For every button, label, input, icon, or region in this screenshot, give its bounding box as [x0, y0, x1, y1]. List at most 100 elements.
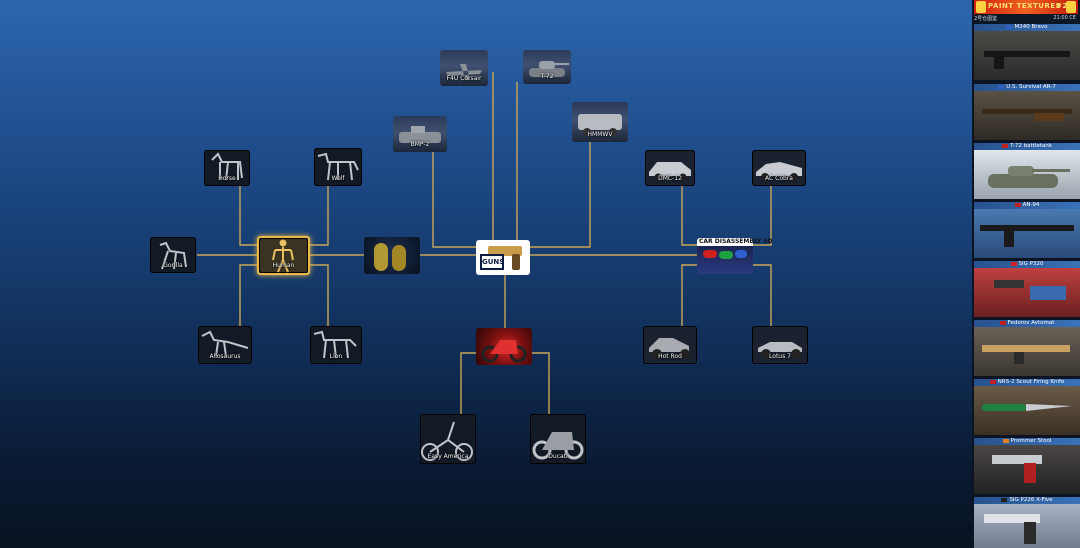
horse-skeleton-icon — [211, 152, 243, 181]
flag-icon — [989, 379, 996, 384]
pistol-grip-art — [512, 254, 520, 270]
paint-textures-banner[interactable]: PAINT TEXTURES #2 — [974, 0, 1078, 14]
allosaurus-thumbnail — [198, 326, 252, 364]
corsair-thumbnail — [440, 50, 488, 86]
product-item[interactable]: SIG P320 — [974, 261, 1080, 317]
flag-icon — [1002, 438, 1009, 443]
node-t72[interactable]: T-72 — [523, 50, 571, 84]
node-horse[interactable]: Horse — [204, 150, 250, 186]
node-label: HMMWV — [587, 131, 613, 138]
status-left: 2号仓图鉴 — [974, 16, 998, 22]
link-accobra-car — [753, 185, 772, 246]
product-item[interactable]: U.S. Survival AR-7 — [974, 84, 1080, 140]
product-sidebar: PAINT TEXTURES #2 2号仓图鉴 21:00 CE M240 Br… — [972, 0, 1080, 548]
node-label: F4U Corsair — [446, 75, 482, 82]
node-corsair[interactable]: F4U Corsair — [440, 50, 488, 86]
hotrod-thumbnail — [643, 326, 697, 364]
link-hotrod-car — [681, 264, 697, 330]
product-title: Prommer Stool — [1010, 438, 1052, 444]
flag-icon — [1002, 143, 1009, 148]
node-label: Allosaurus — [209, 353, 241, 360]
node-skeleton-collection[interactable] — [364, 237, 420, 274]
node-wolf[interactable]: Wolf — [314, 148, 362, 186]
node-hmmwv[interactable]: HMMWV — [572, 102, 628, 142]
node-hotrod[interactable]: Hot Rod — [643, 326, 697, 364]
product-image — [974, 209, 1080, 258]
hmmwv-thumbnail — [572, 102, 628, 142]
car-art — [719, 251, 733, 259]
link-dmc12-car — [681, 185, 697, 246]
easy-america-thumbnail — [420, 414, 476, 464]
car-art — [703, 250, 717, 258]
flag-icon — [1010, 261, 1017, 266]
product-item[interactable]: Prommer Stool — [974, 438, 1080, 494]
node-label: Easy America — [427, 453, 469, 460]
rifle-icon — [982, 345, 1070, 364]
product-title: SIG P226 X-Five — [1009, 497, 1053, 503]
node-human[interactable]: Human — [257, 236, 310, 275]
bmp2-thumbnail — [393, 116, 447, 152]
status-right: 21:00 CE — [1053, 15, 1076, 21]
pistol-icon — [984, 514, 1040, 544]
rifle-icon — [982, 109, 1072, 121]
ifv-icon — [399, 126, 441, 143]
flag-icon — [1014, 202, 1021, 207]
product-image — [974, 445, 1080, 494]
node-label: Hot Rod — [658, 353, 682, 360]
product-item[interactable]: T-72 battletank — [974, 143, 1080, 199]
link-wolf-human — [310, 185, 329, 246]
accobra-thumbnail — [752, 150, 806, 186]
node-label: Lion — [329, 353, 343, 360]
product-item[interactable]: Fedorov Avtomat — [974, 320, 1080, 376]
product-item[interactable]: AN-94 — [974, 202, 1080, 258]
lion-skeleton-icon — [313, 330, 357, 359]
sportbike-icon — [481, 340, 527, 363]
product-title: M240 Bravo — [1014, 24, 1048, 30]
lion-thumbnail — [310, 326, 362, 364]
pistol-art — [488, 246, 522, 256]
humvee-icon — [578, 114, 622, 136]
hotrod-icon — [649, 338, 690, 359]
product-item[interactable]: M240 Bravo — [974, 24, 1080, 80]
tank-icon — [529, 61, 569, 77]
product-item[interactable]: NRS-2 Scout Firing Knife — [974, 379, 1080, 435]
node-car-disassembly[interactable]: CAR DISASSEMBLY 3D — [697, 238, 772, 274]
product-title: Fedorov Avtomat — [1007, 320, 1055, 326]
node-gorilla[interactable]: Gorilla — [150, 237, 196, 273]
dinosaur-skeleton-icon — [201, 330, 249, 357]
ducati-thumbnail — [530, 414, 586, 464]
node-lion[interactable]: Lion — [310, 326, 362, 364]
node-bmp2[interactable]: BMP-2 — [393, 116, 447, 152]
node-label: BMP-2 — [410, 141, 430, 148]
node-dmc12[interactable]: DMC-12 — [645, 150, 695, 186]
product-image — [974, 31, 1080, 80]
superbike-icon — [532, 432, 584, 460]
node-motorbike[interactable] — [476, 328, 532, 365]
panel-status-bar: 2号仓图鉴 21:00 CE — [974, 14, 1078, 23]
flag-icon — [1006, 24, 1013, 29]
tank-icon — [988, 166, 1070, 188]
flag-icon — [1001, 497, 1008, 502]
node-easy-america[interactable]: Easy America — [420, 414, 476, 464]
node-label: Human — [272, 262, 295, 269]
link-horse-human — [239, 185, 257, 246]
product-image — [974, 504, 1080, 548]
horse-thumbnail — [204, 150, 250, 186]
car-art — [735, 250, 747, 258]
node-label: Lotus 7 — [769, 353, 791, 360]
node-allosaurus[interactable]: Allosaurus — [198, 326, 252, 364]
flag-icon — [998, 84, 1005, 89]
node-guns-hub[interactable]: GUNS — [476, 240, 530, 275]
node-accobra[interactable]: AC Cobra — [752, 150, 806, 186]
badge-icon — [976, 1, 986, 13]
node-ducati[interactable]: Ducati — [530, 414, 586, 464]
chopper-icon — [421, 421, 473, 461]
product-item[interactable]: SIG P226 X-Five — [974, 497, 1080, 548]
node-label: Wolf — [331, 175, 345, 182]
node-lotus7[interactable]: Lotus 7 — [752, 326, 808, 364]
skeleton-art — [392, 245, 406, 271]
t72-thumbnail — [523, 50, 571, 84]
wolf-thumbnail — [314, 148, 362, 186]
node-label: Ducati — [548, 453, 568, 460]
roadster-icon — [756, 162, 802, 181]
